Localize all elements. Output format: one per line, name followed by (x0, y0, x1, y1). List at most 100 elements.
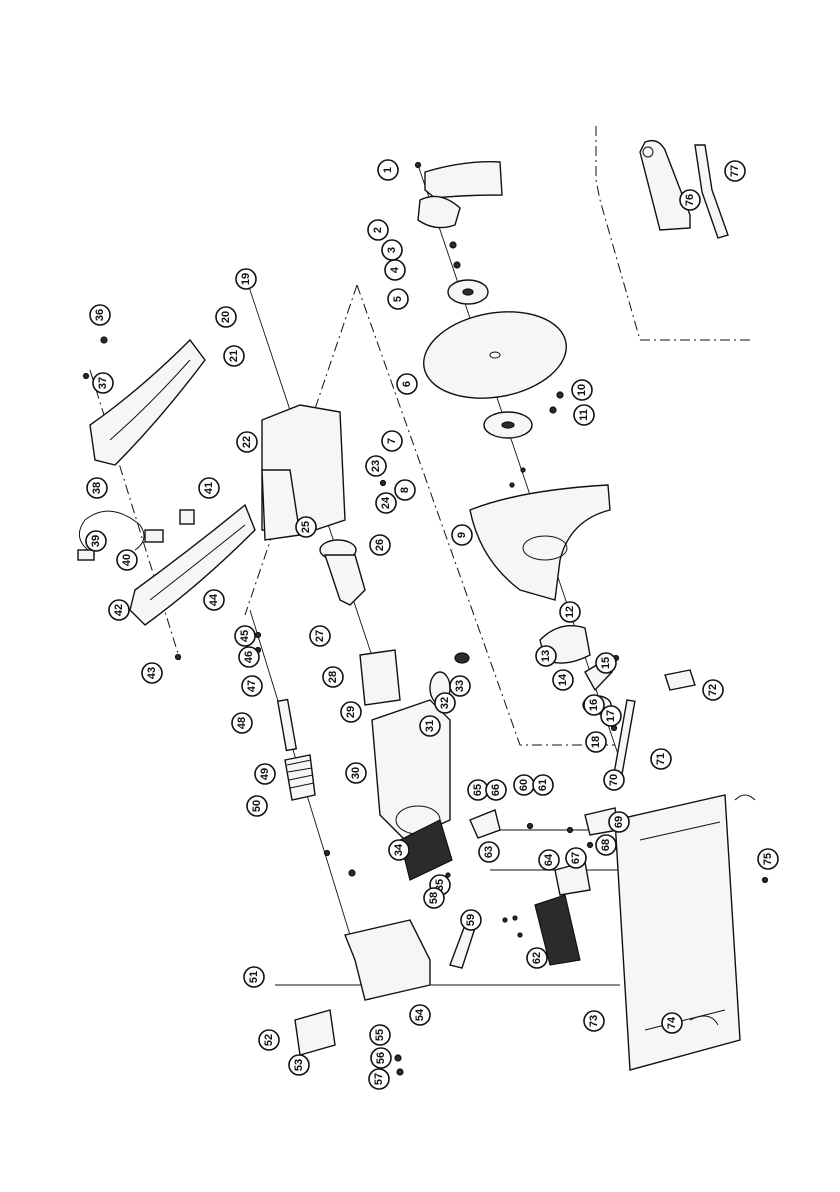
callout-28: 28 (323, 667, 343, 687)
callout-12: 12 (560, 602, 580, 622)
callout-58: 58 (424, 888, 444, 908)
callout-number: 57 (373, 1073, 385, 1085)
callout-63: 63 (479, 842, 499, 862)
callout-number: 60 (518, 779, 530, 791)
callout-number: 39 (90, 535, 102, 547)
callout-number: 42 (113, 604, 125, 616)
callout-number: 68 (600, 839, 612, 851)
callout-14: 14 (553, 670, 573, 690)
callout-23: 23 (366, 456, 386, 476)
callout-number: 3 (386, 247, 398, 253)
callout-number: 13 (540, 650, 552, 662)
callout-number: 56 (375, 1052, 387, 1064)
callout-number: 10 (576, 384, 588, 396)
callout-2: 2 (368, 220, 388, 240)
callout-38: 38 (87, 478, 107, 498)
callout-21: 21 (224, 346, 244, 366)
callout-5: 5 (388, 289, 408, 309)
shaft-48 (278, 700, 297, 751)
callout-number: 28 (327, 671, 339, 683)
callout-54: 54 (410, 1005, 430, 1025)
callout-25: 25 (296, 517, 316, 537)
callout-66: 66 (486, 780, 506, 800)
callout-68: 68 (596, 835, 616, 855)
callout-number: 24 (380, 496, 392, 509)
callout-71: 71 (651, 749, 671, 769)
callout-number: 71 (655, 753, 667, 765)
callout-number: 12 (564, 606, 576, 618)
callout-number: 43 (146, 667, 158, 679)
callout-number: 50 (251, 800, 263, 812)
callout-number: 47 (246, 680, 258, 692)
callout-76: 76 (680, 190, 700, 210)
callout-number: 74 (666, 1016, 678, 1029)
callout-39: 39 (86, 531, 106, 551)
callout-44: 44 (204, 590, 224, 610)
callout-50: 50 (247, 796, 267, 816)
callout-number: 66 (490, 784, 502, 796)
cutting-disc-6 (417, 301, 573, 409)
callout-62: 62 (527, 948, 547, 968)
callout-number: 20 (220, 311, 232, 323)
callout-51: 51 (244, 967, 264, 987)
callout-number: 22 (241, 436, 253, 448)
callout-10: 10 (572, 380, 592, 400)
callout-15: 15 (596, 653, 616, 673)
callout-number: 62 (531, 952, 543, 964)
callout-number: 11 (578, 409, 590, 421)
callout-number: 36 (94, 309, 106, 321)
callout-40: 40 (117, 550, 137, 570)
callout-number: 76 (684, 194, 696, 206)
callout-32: 32 (435, 693, 455, 713)
callout-30: 30 (346, 763, 366, 783)
callout-number: 63 (483, 846, 495, 858)
callout-number: 1 (382, 167, 394, 173)
callout-number: 23 (370, 460, 382, 472)
callout-67: 67 (566, 848, 586, 868)
callout-47: 47 (242, 676, 262, 696)
callout-number: 7 (386, 438, 398, 444)
wrench-76 (640, 141, 690, 230)
callout-18: 18 (586, 732, 606, 752)
callout-72: 72 (703, 680, 723, 700)
callout-number: 41 (203, 482, 215, 494)
callout-69: 69 (609, 812, 629, 832)
callout-65: 65 (468, 780, 488, 800)
callout-number: 73 (588, 1015, 600, 1027)
flange-7 (484, 412, 532, 438)
callout-number: 64 (543, 853, 555, 866)
callout-70: 70 (604, 770, 624, 790)
callout-number: 55 (374, 1029, 386, 1041)
callout-59: 59 (461, 910, 481, 930)
callout-number: 21 (228, 350, 240, 362)
callout-77: 77 (725, 161, 745, 181)
callout-43: 43 (142, 663, 162, 683)
callout-6: 6 (397, 374, 417, 394)
callout-number: 4 (389, 266, 401, 273)
callout-29: 29 (341, 702, 361, 722)
callout-3: 3 (382, 240, 402, 260)
callout-number: 29 (345, 706, 357, 718)
callout-number: 26 (374, 539, 386, 551)
callout-number: 44 (208, 593, 220, 606)
callout-number: 69 (613, 816, 625, 828)
clamp-pad-72 (665, 670, 695, 690)
vice-jaw-65 (470, 810, 500, 838)
callout-9: 9 (452, 525, 472, 545)
field-coil-28 (360, 650, 400, 705)
handle-half-37 (90, 340, 205, 465)
callout-number: 30 (350, 767, 362, 779)
callout-8: 8 (395, 480, 415, 500)
callout-22: 22 (237, 432, 257, 452)
callout-number: 59 (465, 914, 477, 926)
spring-49 (285, 755, 315, 800)
switch-40-41 (145, 510, 194, 542)
callout-33: 33 (450, 676, 470, 696)
lower-guard-9 (470, 485, 610, 600)
callout-number: 5 (392, 296, 404, 302)
support-bracket-54 (345, 920, 430, 1000)
flange-5 (448, 280, 488, 304)
cover-52 (295, 1010, 335, 1055)
callout-1: 1 (378, 160, 398, 180)
callout-48: 48 (232, 713, 252, 733)
